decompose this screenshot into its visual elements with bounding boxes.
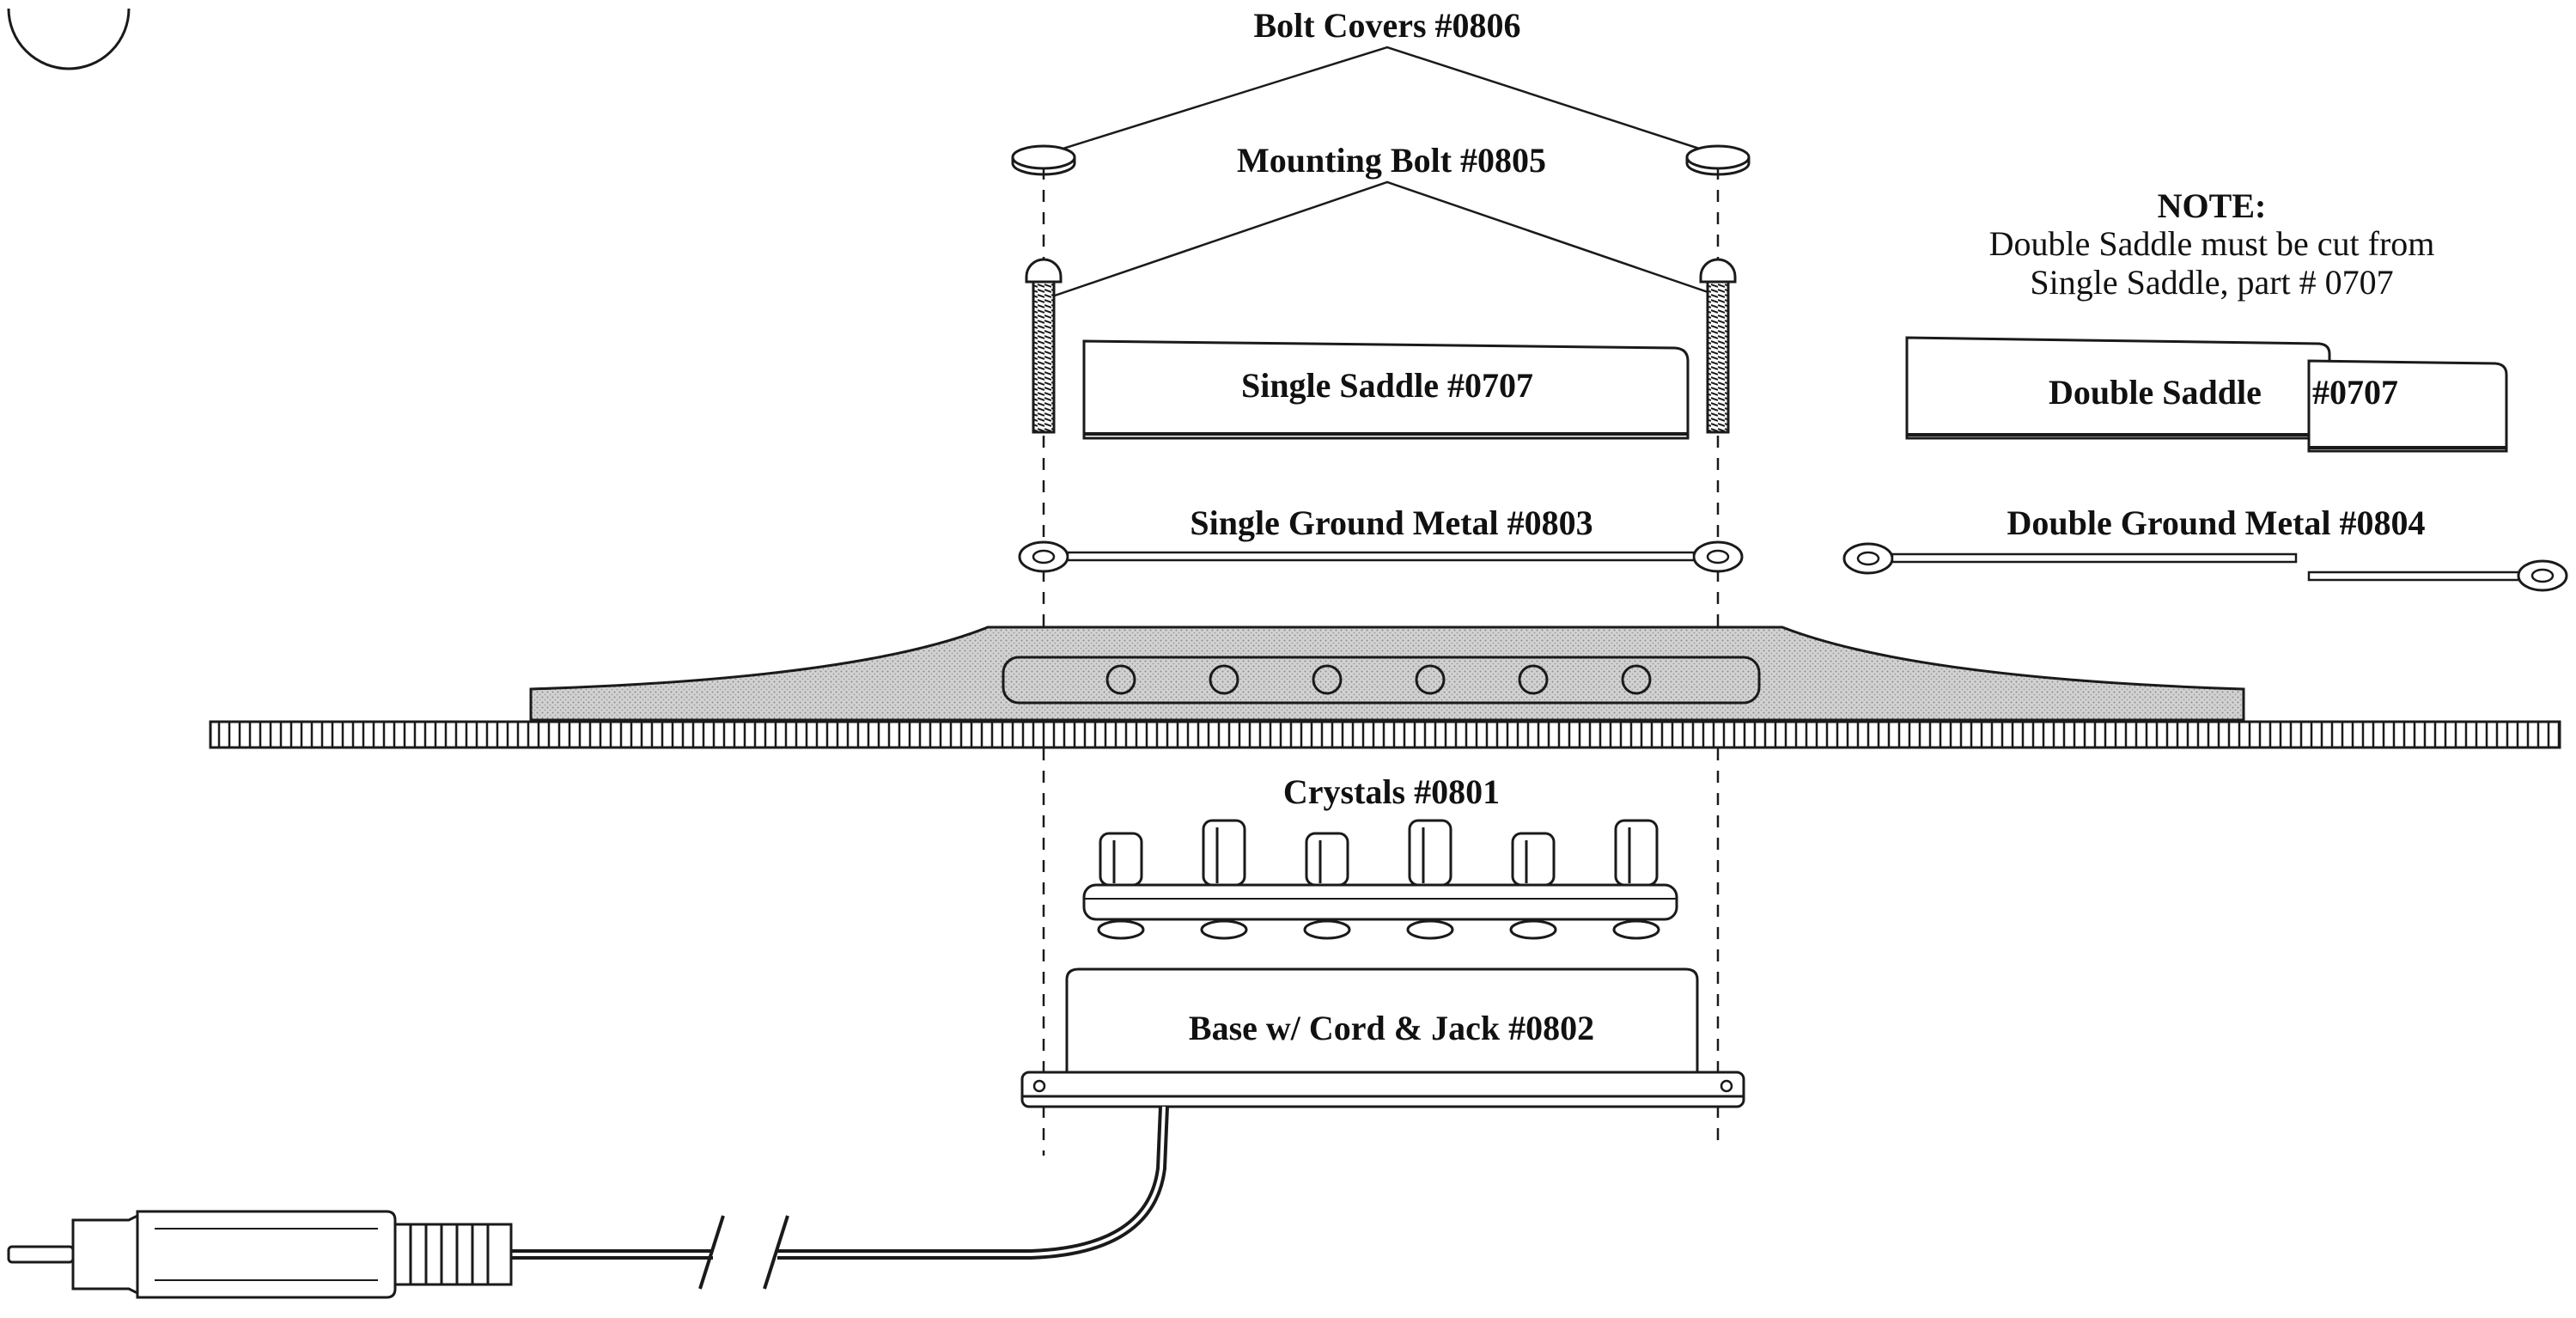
crystal [1097,832,1145,940]
note-heading: NOTE: [2158,186,2267,225]
double-ground-label: Double Ground Metal #0804 [2007,503,2425,542]
mounting-bolt-left [1025,258,1063,434]
double-saddle-label: Double Saddle [2049,373,2262,412]
single-saddle [1082,339,1690,440]
crystal [1612,819,1660,940]
corner-circle [7,8,131,70]
bolt-cover-left [1011,144,1076,176]
base-label: Base w/ Cord & Jack #0802 [1189,1009,1594,1047]
bolt-covers-leader [1043,46,1719,156]
bolt-cover-right [1685,144,1751,176]
mounting-bolt-label: Mounting Bolt #0805 [1237,141,1546,180]
jack-plug [7,1210,513,1299]
crystals-assembly [1082,819,1678,940]
mounting-bolt-leader [1051,180,1721,298]
bridge-string-holes [1105,664,1652,695]
note-line-1: Double Saddle must be cut from [1989,224,2435,263]
double-saddle-part-label: #0707 [2312,373,2398,412]
mounting-bolt-right [1699,258,1737,434]
double-saddle [1905,336,2508,453]
crystals-label: Crystals #0801 [1283,772,1500,811]
cord [511,1106,1169,1290]
base-assembly [1020,967,1745,1108]
bridge [529,625,2245,722]
crystal [1303,832,1351,940]
crystal [1509,832,1557,940]
double-ground-metal [1842,542,2568,592]
guitar-top-strip [209,720,2561,749]
single-ground-label: Single Ground Metal #0803 [1190,503,1592,542]
single-ground-metal [1018,540,1744,573]
single-saddle-label: Single Saddle #0707 [1241,366,1533,405]
bolt-covers-label: Bolt Covers #0806 [1253,6,1520,45]
crystal [1200,819,1248,940]
note-line-2: Single Saddle, part # 0707 [2030,263,2393,302]
crystal [1406,819,1454,940]
